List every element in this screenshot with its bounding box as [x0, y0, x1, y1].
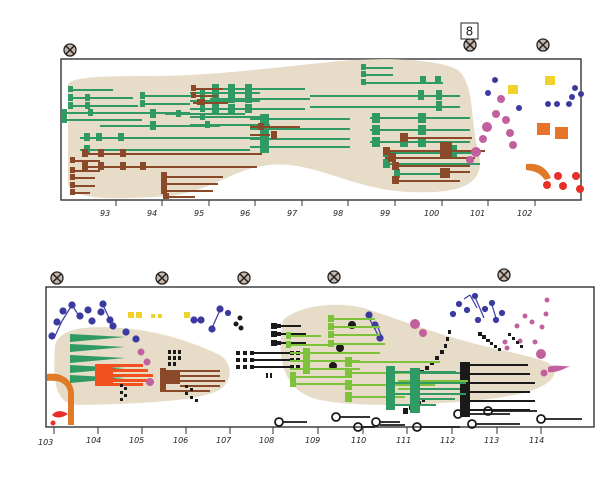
measure-label: 112 — [440, 436, 455, 445]
lime-note-groups — [286, 315, 468, 402]
x-circle-marker-icon — [463, 38, 477, 52]
blue-dot-figures — [48, 292, 506, 343]
measure-ruler-2: 103 104 105 106 107 108 109 110 111 112 … — [38, 427, 544, 447]
system-2: 103 104 105 106 107 108 109 110 111 112 … — [38, 268, 595, 447]
measure-label: 102 — [517, 209, 532, 218]
green-note-groups-2 — [386, 366, 466, 413]
measure-label: 94 — [147, 209, 157, 218]
measure-label: 111 — [396, 436, 411, 445]
brown-chord — [160, 368, 225, 392]
measure-label: 106 — [173, 436, 188, 445]
measure-label: 109 — [305, 436, 320, 445]
measure-label: 110 — [351, 436, 366, 445]
green-note-groups — [62, 64, 480, 178]
measure-label: 107 — [216, 436, 232, 445]
measure-label: 97 — [287, 209, 298, 218]
red-drop — [52, 411, 68, 418]
measure-label: 104 — [86, 436, 101, 445]
measure-label: 99 — [380, 209, 390, 218]
measure-ruler-1: 93 94 95 96 97 98 99 100 101 102 — [100, 200, 536, 218]
measure-label: 95 — [194, 209, 204, 218]
hollow-circle-glyphs — [274, 406, 582, 432]
x-circle-marker-icon — [237, 271, 251, 285]
red-dot — [50, 420, 56, 426]
yellow-squares — [128, 312, 190, 318]
measure-label: 114 — [529, 436, 544, 445]
measure-label: 98 — [333, 209, 343, 218]
x-circle-marker-icon — [63, 43, 77, 57]
x-circle-marker-icon — [497, 268, 511, 282]
system-1-coda-elements — [466, 76, 584, 193]
measure-label: 101 — [470, 209, 485, 218]
measure-label: 113 — [484, 436, 499, 445]
x-circle-marker-icon — [50, 271, 64, 285]
magenta-dots — [137, 297, 550, 386]
rehearsal-mark: 8 — [466, 25, 474, 39]
x-circle-marker-icon — [536, 38, 550, 52]
measure-label: 100 — [424, 209, 439, 218]
sound-cloud — [280, 304, 555, 405]
magenta-drop — [548, 365, 570, 373]
measure-label: 108 — [259, 436, 274, 445]
orange-arc — [47, 373, 74, 425]
measure-label: 93 — [100, 209, 110, 218]
orange-red-cluster — [95, 364, 153, 386]
x-circle-marker-icon — [327, 270, 341, 284]
brown-note-groups — [70, 85, 485, 199]
measure-label: 96 — [240, 209, 250, 218]
measure-label: 103 — [38, 438, 53, 447]
x-circle-marker-icon — [155, 271, 169, 285]
rehearsal-mark-box: 8 — [460, 22, 479, 40]
system-1: 8 — [60, 22, 584, 218]
measure-label: 105 — [129, 436, 144, 445]
